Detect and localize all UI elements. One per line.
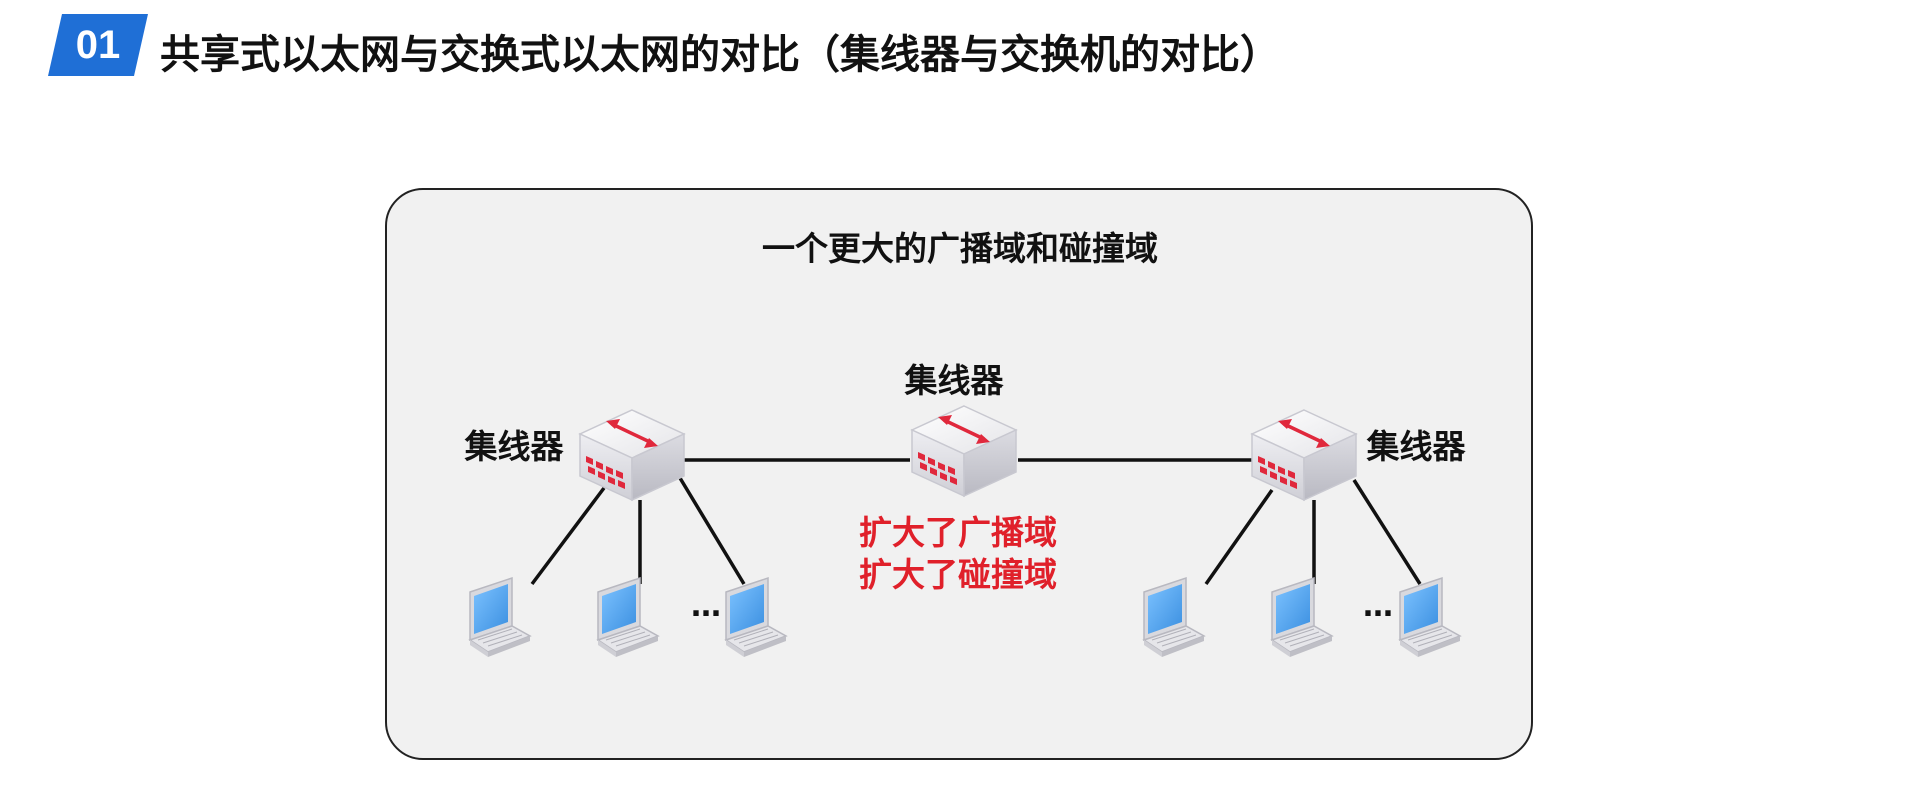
section-number: 01 xyxy=(75,23,121,67)
section-number-badge xyxy=(48,14,148,76)
hub-right-icon xyxy=(1250,408,1358,502)
annotation-broadcast-domain: 扩大了广播域 xyxy=(859,513,1057,552)
ellipsis-right: … xyxy=(1363,589,1393,624)
link-hub-left-to-laptop-3 xyxy=(678,477,746,585)
hub-center-label: 集线器 xyxy=(904,361,1005,400)
hub-right-label: 集线器 xyxy=(1366,427,1467,466)
link-hub-left-to-laptop-1 xyxy=(530,486,606,586)
slide-header: 01 共享式以太网与交换式以太网的对比（集线器与交换机的对比） xyxy=(0,0,1918,100)
hub-left-icon xyxy=(578,408,686,502)
laptop-icon xyxy=(1143,577,1205,658)
hub-center-icon xyxy=(910,404,1018,498)
link-hub-right-to-laptop-3 xyxy=(1352,479,1422,585)
link-hub-right-to-laptop-1 xyxy=(1204,488,1274,586)
hub-left-label: 集线器 xyxy=(464,427,565,466)
network-links xyxy=(530,458,1422,586)
laptop-icon xyxy=(1399,577,1461,658)
page-title: 共享式以太网与交换式以太网的对比（集线器与交换机的对比） xyxy=(160,32,1280,78)
laptop-icon xyxy=(1271,577,1333,658)
laptop-icon xyxy=(597,577,659,658)
ellipsis-left: … xyxy=(691,589,721,624)
annotation-collision-domain: 扩大了碰撞域 xyxy=(859,555,1057,594)
laptop-icon xyxy=(725,577,787,658)
laptop-icon xyxy=(469,577,531,658)
panel-title: 一个更大的广播域和碰撞域 xyxy=(762,229,1158,268)
